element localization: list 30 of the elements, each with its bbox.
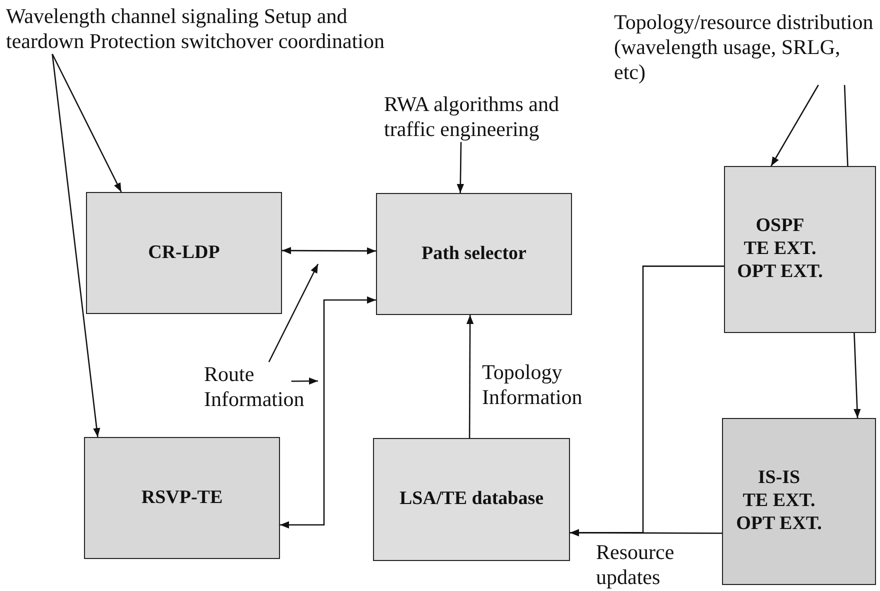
leader-arrow [52,54,122,192]
box-label: OSPF [756,215,804,238]
box-label: IS-IS [758,467,800,490]
annotation-text: Topology/resource distribution (wavelength usage, SRLG, etc) [614,10,874,86]
leader-arrow [291,377,318,385]
process-box [724,166,876,333]
box-label: TE EXT. [742,490,816,513]
process-box [722,418,876,585]
leader-arrow [770,84,819,166]
box-label: TE EXT. [744,238,816,261]
box-label: OPT EXT. [737,260,823,284]
box-label: Path selector [422,242,526,266]
leader-arrow [268,264,319,362]
annotation-text: Wavelength channel signaling Setup and teardown Protection switchover coordination [6,4,386,54]
annotation-text: RWA algorithms and traffic engineering [384,92,559,142]
arrow [456,142,464,193]
process-box [376,193,572,315]
process-box [84,437,280,559]
double-arrow [282,247,376,255]
box-label: RSVP-TE [141,486,223,510]
arrow [570,266,724,536]
arrow [466,315,474,438]
annotation-text: Route Information [204,362,306,412]
box-label: LSA/TE database [399,488,544,511]
box-label: OPT EXT. [736,512,822,536]
leader-arrow [52,54,100,438]
process-box [86,192,282,314]
process-box [373,438,570,561]
box-label: CR-LDP [148,242,220,264]
double-arrow [280,296,376,528]
